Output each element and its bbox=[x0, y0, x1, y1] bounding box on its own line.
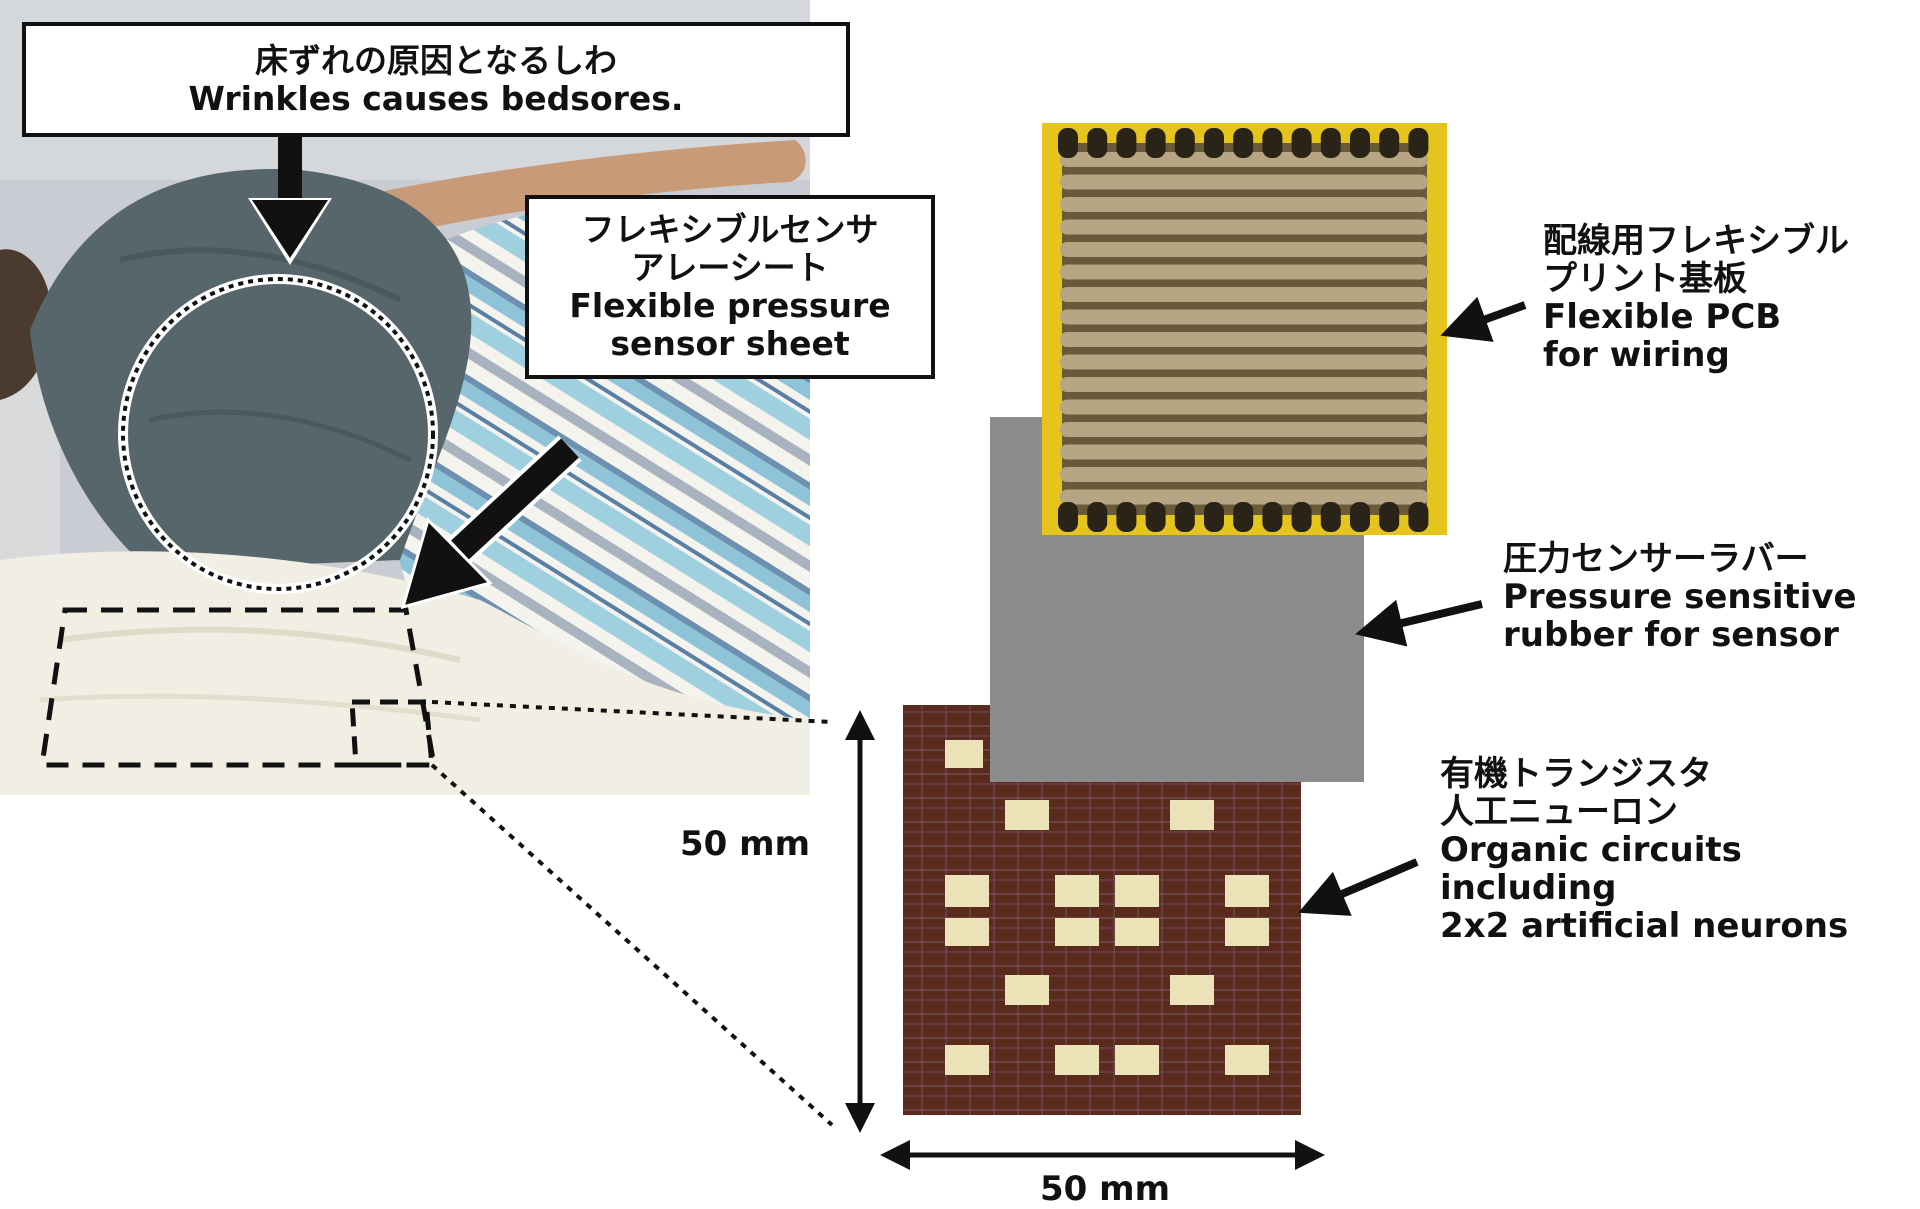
organic-pointer-arrow bbox=[1298, 858, 1419, 916]
pcb-pad-top bbox=[1350, 128, 1370, 158]
title-box: 床ずれの原因となるしわ Wrinkles causes bedsores. bbox=[22, 22, 850, 137]
rubber-pointer-arrow bbox=[1355, 599, 1483, 647]
title-jp: 床ずれの原因となるしわ bbox=[254, 40, 617, 80]
pcb-trace bbox=[1060, 287, 1428, 302]
pcb-trace bbox=[1060, 354, 1428, 370]
pcb-pad-top bbox=[1174, 128, 1195, 158]
width-dimension-label: 50 mm bbox=[1040, 1169, 1171, 1209]
pcb-trace bbox=[1060, 264, 1428, 280]
pcb-pad-top bbox=[1204, 128, 1224, 158]
pcb-trace bbox=[1060, 219, 1428, 235]
pcb-trace bbox=[1060, 309, 1428, 325]
pcb-pads bbox=[1058, 128, 1429, 532]
flexible-pcb-layer bbox=[1042, 123, 1447, 535]
pcb-pad-top bbox=[1320, 128, 1341, 158]
pcb-trace bbox=[1060, 467, 1428, 482]
height-dimension-label: 50 mm bbox=[680, 824, 811, 864]
pcb-pad-top bbox=[1408, 128, 1429, 158]
pcb-trace bbox=[1060, 197, 1428, 212]
pcb-pad-top bbox=[1291, 128, 1312, 158]
pcb-pad-bottom bbox=[1116, 502, 1137, 532]
sensor-arrow bbox=[400, 435, 582, 610]
pcb-pad-top bbox=[1233, 128, 1254, 158]
pcb-pad-bottom bbox=[1058, 502, 1078, 532]
pcb-pad-bottom bbox=[1174, 502, 1195, 532]
pcb-trace bbox=[1060, 399, 1428, 415]
title-en: Wrinkles causes bedsores. bbox=[188, 78, 684, 118]
pcb-pad-bottom bbox=[1204, 502, 1224, 532]
pcb-pad-bottom bbox=[1320, 502, 1341, 532]
pcb-pad-top bbox=[1262, 128, 1283, 158]
pcb-pad-top bbox=[1379, 128, 1400, 158]
pcb-pad-bottom bbox=[1145, 502, 1166, 532]
pcb-trace bbox=[1060, 242, 1428, 257]
pcb-pad-bottom bbox=[1408, 502, 1429, 532]
rubber-label: 圧力センサーラバー Pressure sensitive rubber for … bbox=[1503, 539, 1857, 656]
pcb-pad-bottom bbox=[1291, 502, 1312, 532]
sensor-sheet-label: フレキシブルセンサ アレーシート Flexible pressure senso… bbox=[569, 210, 891, 363]
person-shirt bbox=[30, 169, 472, 570]
bedsheet bbox=[0, 551, 810, 795]
pcb-traces bbox=[1060, 152, 1428, 505]
pcb-label: 配線用フレキシブル プリント基板 Flexible PCB for wiring bbox=[1543, 221, 1849, 376]
sensor-sheet-box: フレキシブルセンサ アレーシート Flexible pressure senso… bbox=[525, 195, 935, 379]
title-arrow bbox=[248, 135, 332, 265]
pcb-pad-top bbox=[1145, 128, 1166, 158]
pcb-trace bbox=[1060, 444, 1428, 460]
pcb-pad-bottom bbox=[1233, 502, 1254, 532]
zoom-line-top bbox=[431, 700, 833, 724]
organic-label: 有機トランジスタ 人工ニューロン Organic circuits includ… bbox=[1440, 754, 1849, 947]
sensor-sheet-outline bbox=[39, 607, 437, 768]
sensor-zoom-outline bbox=[349, 699, 435, 768]
pcb-trace bbox=[1060, 174, 1428, 190]
pcb-trace bbox=[1060, 489, 1428, 505]
pcb-trace bbox=[1060, 332, 1428, 347]
pcb-pointer-arrow bbox=[1440, 296, 1527, 342]
pcb-pad-top bbox=[1058, 128, 1078, 158]
pcb-pad-top bbox=[1087, 128, 1108, 158]
pcb-trace bbox=[1060, 422, 1428, 437]
pcb-pad-bottom bbox=[1350, 502, 1370, 532]
pcb-pad-top bbox=[1116, 128, 1137, 158]
pcb-pad-bottom bbox=[1262, 502, 1283, 532]
pcb-trace bbox=[1060, 377, 1428, 392]
zoom-line-bottom bbox=[430, 763, 834, 1127]
pcb-pad-bottom bbox=[1379, 502, 1400, 532]
pcb-pad-bottom bbox=[1087, 502, 1108, 532]
